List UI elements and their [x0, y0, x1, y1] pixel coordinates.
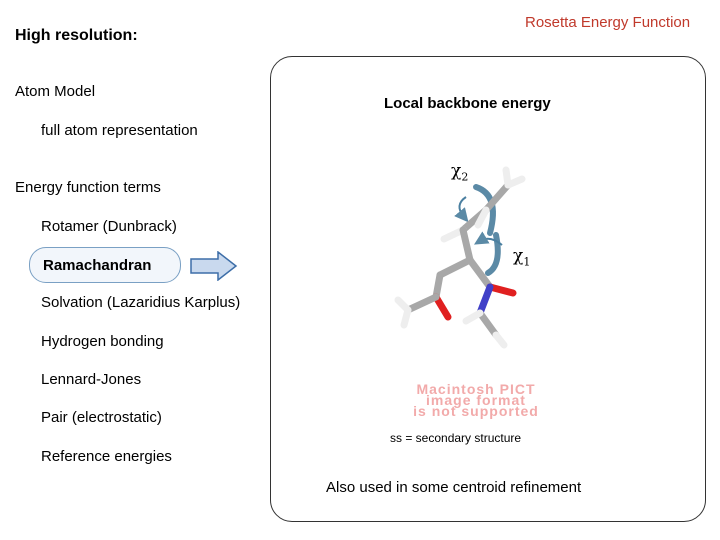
- right-arrow-icon: [190, 251, 238, 281]
- energy-terms-label: Energy function terms: [15, 179, 161, 196]
- term-solvation: Solvation (Lazaridius Karplus): [41, 294, 241, 311]
- term-ramachandran: Ramachandran: [43, 257, 152, 274]
- ss-note: ss = secondary structure: [390, 431, 522, 445]
- atom-model-label: Atom Model: [15, 83, 96, 100]
- slide-title: High resolution:: [15, 27, 138, 44]
- chi2-label: χ2: [451, 161, 469, 184]
- ramachandran-highlight: Ramachandran: [29, 247, 181, 283]
- full-atom-label: full atom representation: [41, 122, 198, 139]
- term-hydrogen-bonding: Hydrogen bonding: [41, 333, 164, 350]
- term-pair: Pair (electrostatic): [41, 409, 162, 426]
- molecule-model-image: [394, 166, 526, 349]
- term-rotamer: Rotamer (Dunbrack): [41, 218, 177, 235]
- chi1-label: χ1: [513, 246, 531, 269]
- backbone-energy-panel: [270, 56, 706, 522]
- term-reference: Reference energies: [41, 448, 172, 465]
- term-lennard-jones: Lennard-Jones: [41, 371, 142, 388]
- panel-title: Local backbone energy: [384, 95, 551, 112]
- unsupported-image-placeholder: Macintosh PICT image format is not suppo…: [413, 381, 539, 419]
- slide-subtitle: Rosetta Energy Function: [525, 14, 691, 31]
- centroid-note: Also used in some centroid refinement: [326, 479, 582, 496]
